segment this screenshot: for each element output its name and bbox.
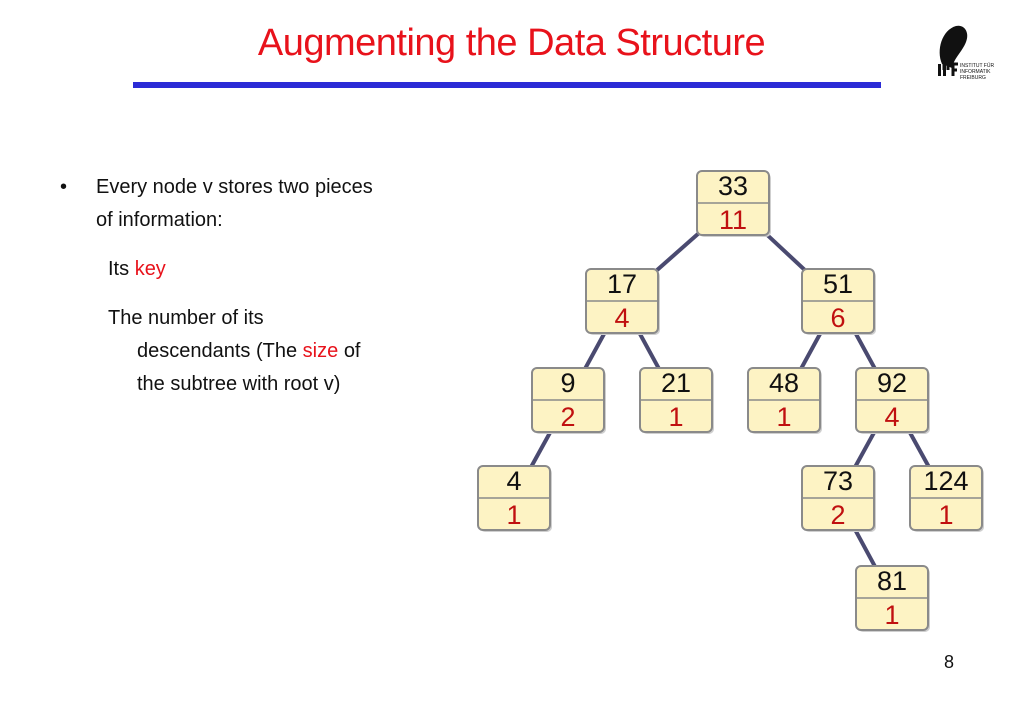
- key-item: Its key: [108, 253, 166, 286]
- node-size: 1: [776, 402, 791, 432]
- tree-node: 41: [477, 465, 552, 532]
- key-prefix: Its: [108, 258, 130, 280]
- size-prefix: descendants (The: [137, 340, 298, 362]
- node-key: 33: [718, 171, 748, 201]
- tree-node: 516: [801, 268, 876, 335]
- node-key: 17: [607, 269, 637, 299]
- node-size: 4: [614, 303, 629, 333]
- key-word: key: [134, 258, 166, 280]
- slide-title: Augmenting the Data Structure: [257, 22, 766, 64]
- node-size: 2: [830, 500, 845, 530]
- node-size: 1: [668, 402, 683, 432]
- logo-line1: INSTITUT FÜR: [960, 62, 994, 69]
- tree-node: 924: [855, 367, 930, 434]
- page-number: 8: [944, 652, 955, 672]
- university-logo: INSTITUT FÜR INFORMATIK FREIBURG: [938, 25, 994, 81]
- size-suffix: of: [343, 340, 361, 362]
- tree-node: 211: [639, 367, 714, 434]
- node-key: 124: [923, 466, 968, 496]
- node-key: 92: [877, 368, 907, 398]
- node-size: 11: [719, 205, 747, 235]
- tree-node: 732: [801, 465, 876, 532]
- logo-line3: FREIBURG: [960, 75, 986, 81]
- node-size: 2: [560, 402, 575, 432]
- tree-node: 481: [747, 367, 822, 434]
- size-word: size: [302, 340, 339, 362]
- node-key: 81: [877, 566, 907, 596]
- node-size: 1: [506, 500, 521, 530]
- node-key: 48: [769, 368, 799, 398]
- tree-node: 92: [531, 367, 606, 434]
- node-key: 21: [661, 368, 691, 398]
- logo-line2: INFORMATIK: [960, 69, 991, 75]
- size-item-line1: The number of its: [108, 307, 264, 329]
- tree-node: 174: [585, 268, 660, 335]
- size-item-line3: the subtree with root v): [137, 373, 341, 395]
- node-key: 51: [823, 269, 853, 299]
- node-size: 4: [884, 402, 899, 432]
- node-key: 73: [823, 466, 853, 496]
- node-size: 6: [830, 303, 845, 333]
- bullet-text-line1: Every node v stores two pieces: [96, 176, 373, 198]
- bullet-marker: •: [60, 176, 68, 198]
- node-size: 1: [884, 600, 899, 630]
- node-key: 9: [560, 368, 575, 398]
- bullet-text-line2: of information:: [96, 209, 223, 231]
- title-underline: [133, 82, 881, 88]
- node-key: 4: [506, 466, 521, 496]
- node-size: 1: [938, 500, 953, 530]
- size-item-line2: descendants (The size of: [137, 335, 361, 368]
- tree-node: 811: [855, 565, 930, 632]
